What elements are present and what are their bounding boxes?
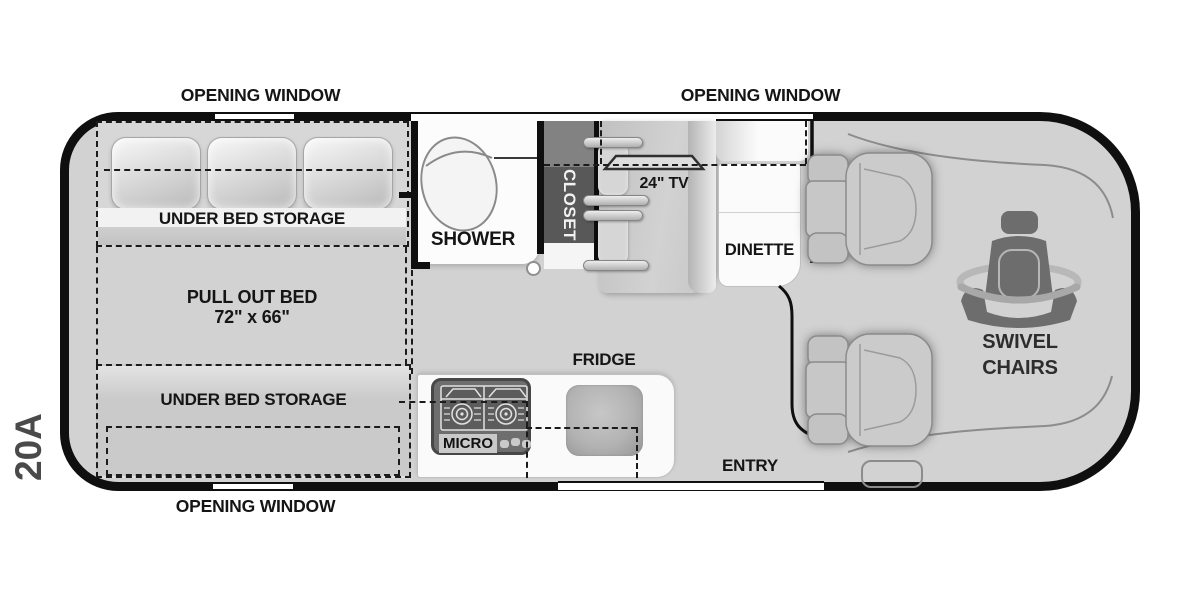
under-bed-storage-label-rear: UNDER BED STORAGE bbox=[158, 209, 346, 228]
dinette-table bbox=[718, 163, 801, 287]
dinette-bench-front bbox=[716, 121, 808, 161]
shower-wall-right bbox=[537, 121, 544, 254]
drawer-handle-icon bbox=[583, 260, 649, 271]
micro-label: MICRO bbox=[443, 435, 493, 452]
swivel-label-line1: SWIVEL bbox=[982, 331, 1058, 353]
pillow-icon bbox=[303, 137, 393, 210]
shower-label: SHOWER bbox=[430, 229, 516, 250]
pull-out-bed-dash-right bbox=[405, 247, 407, 365]
dinette-label: DINETTE bbox=[724, 241, 795, 259]
swivel-label-line2: CHAIRS bbox=[982, 357, 1058, 379]
overhead-cabinet-dash bbox=[526, 401, 528, 478]
shower-drain-icon bbox=[526, 261, 541, 276]
under-bed-storage-label-front: UNDER BED STORAGE bbox=[160, 390, 347, 409]
bed-base bbox=[98, 227, 406, 245]
drawer-handle-icon bbox=[583, 210, 643, 221]
entry-door-opening bbox=[558, 481, 824, 491]
overhead-cabinet-dash bbox=[526, 427, 637, 429]
window-opening-bottom bbox=[213, 482, 293, 491]
overhead-cabinet-dash bbox=[399, 401, 528, 403]
tv-label: 24" TV bbox=[639, 175, 689, 192]
shower-wall-corner bbox=[411, 262, 430, 269]
front-bed-inner-dash bbox=[106, 426, 400, 476]
bed-front-panel bbox=[98, 208, 406, 227]
pillow-icon bbox=[111, 137, 201, 210]
dinette-bench-back bbox=[688, 121, 716, 293]
overhead-cabinet-dash bbox=[600, 121, 602, 164]
opening-window-label-top-right: OPENING WINDOW bbox=[680, 85, 841, 105]
pull-out-bed-size-label: 72" x 66" bbox=[214, 307, 290, 327]
shower-wall-stub bbox=[399, 192, 411, 198]
shower-wall-left bbox=[411, 121, 418, 268]
fridge-label: FRIDGE bbox=[572, 350, 636, 369]
entry-label: ENTRY bbox=[722, 456, 778, 475]
drawer-handle-icon bbox=[583, 195, 649, 206]
thin-wall-section bbox=[411, 112, 716, 121]
drawer-handle-icon bbox=[583, 137, 643, 148]
cabinet-door bbox=[598, 214, 628, 264]
pillow-icon bbox=[207, 137, 297, 210]
bed-extension-dash bbox=[104, 169, 403, 171]
overhead-cabinet-dash bbox=[805, 121, 807, 164]
fridge-icon bbox=[566, 385, 643, 456]
closet-wall-right bbox=[594, 121, 599, 268]
opening-window-label-bottom: OPENING WINDOW bbox=[175, 496, 336, 516]
cabinet-door bbox=[598, 143, 628, 195]
window-opening-top-right bbox=[716, 112, 813, 121]
overhead-cabinet-dash bbox=[636, 427, 638, 478]
pull-out-bed-dash-left bbox=[96, 247, 98, 365]
front-bed bbox=[96, 364, 411, 478]
pull-out-bed-label: PULL OUT BED bbox=[186, 287, 318, 307]
micro-stove-icon: MICRO bbox=[431, 378, 531, 455]
overhead-cabinet-dash bbox=[544, 164, 806, 166]
window-opening-top-left bbox=[215, 112, 294, 121]
opening-window-label-top-left: OPENING WINDOW bbox=[180, 85, 341, 105]
closet-label: CLOSET bbox=[560, 169, 579, 241]
swivel-chairs-label: SWIVEL CHAIRS bbox=[955, 329, 1085, 381]
model-label: 20A bbox=[8, 413, 49, 482]
slide-edge-dash bbox=[411, 270, 413, 374]
